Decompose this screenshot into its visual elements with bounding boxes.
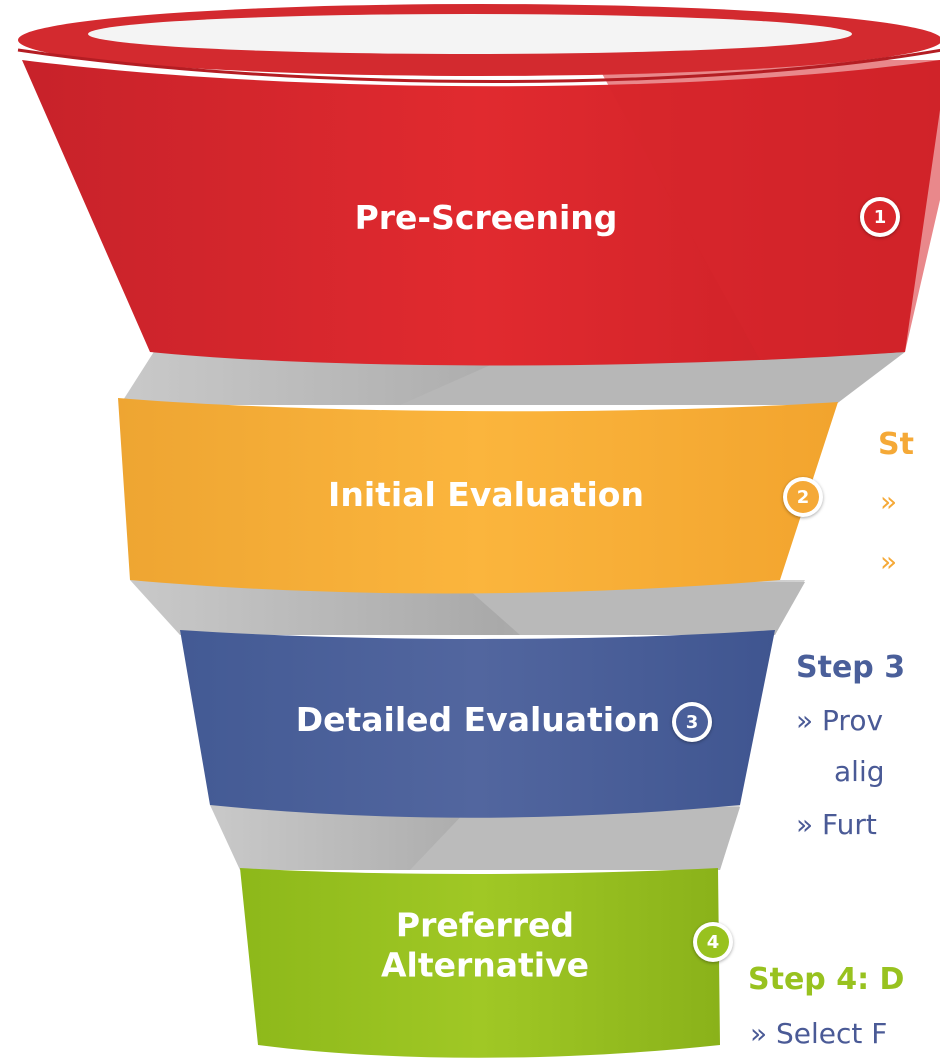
step-2-bullet-1: »	[880, 485, 898, 518]
stage-4-label: Preferred Alternative	[381, 905, 589, 984]
stage-2-label: Initial Evaluation	[328, 475, 644, 515]
stage-2-body	[118, 398, 838, 594]
stage-3-label: Detailed Evaluation	[295, 700, 661, 740]
step-4-line-1: » Select F	[750, 1017, 888, 1050]
step-2-heading: St	[878, 427, 914, 462]
stage-4-body	[240, 868, 720, 1058]
stage-3-body	[180, 630, 775, 818]
step-4-badge: 4	[693, 922, 733, 962]
step-3-line-3: » Furt	[796, 808, 877, 841]
step-2-badge: 2	[783, 477, 823, 517]
step-2-number: 2	[787, 481, 819, 513]
stage-1-opening	[88, 14, 852, 54]
stage-1-rim-edge	[17, 48, 940, 83]
step-1-number: 1	[864, 201, 896, 233]
step-3-badge: 3	[672, 702, 712, 742]
connector-3-4-shade	[410, 807, 740, 870]
step-3-line-1: » Prov	[796, 704, 884, 737]
stage-1-label: Pre-Screening	[354, 198, 618, 238]
stage-1-highlight	[600, 60, 940, 360]
step-3-number: 3	[676, 706, 708, 738]
connector-2-3-shade	[460, 582, 805, 635]
stage-4-label-line2: Alternative	[380, 945, 590, 984]
step-4-number: 4	[697, 926, 729, 958]
stage-4-label-line1: Preferred	[395, 905, 575, 945]
step-3-line-2: alig	[834, 755, 885, 788]
step-4-heading: Step 4: D	[748, 962, 905, 997]
step-1-badge: 1	[860, 197, 900, 237]
step-2-bullet-2: »	[880, 545, 898, 578]
step-3-heading: Step 3	[796, 650, 906, 685]
